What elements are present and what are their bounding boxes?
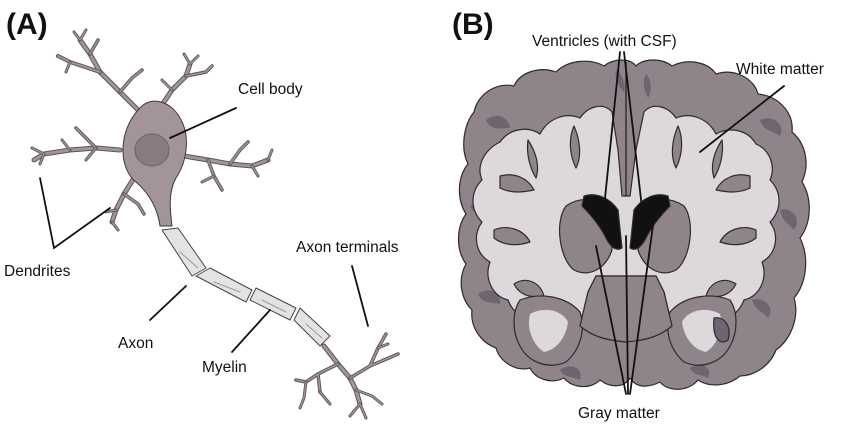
axon-leader (150, 286, 186, 320)
brain-section-illustration (459, 60, 810, 389)
axon-label: Axon (118, 335, 153, 352)
panel-b: (B) (452, 8, 824, 422)
axon-terminals-leader (352, 266, 368, 326)
panel-a: (A) (4, 8, 399, 418)
axon-terminals-drawing (296, 334, 398, 418)
gray-matter-label: Gray matter (578, 405, 660, 422)
dendrites-leader (40, 178, 110, 248)
panel-a-label: (A) (6, 8, 48, 41)
cell-body-label: Cell body (238, 81, 303, 98)
white-matter-label: White matter (736, 61, 824, 78)
panel-b-label: (B) (452, 8, 494, 41)
ventricles-label: Ventricles (with CSF) (532, 33, 677, 50)
axon-terminals-label: Axon terminals (296, 239, 399, 256)
myelin-label: Myelin (202, 359, 247, 376)
dendrites-label: Dendrites (4, 263, 71, 280)
myelin-leader (232, 310, 270, 352)
nucleus-shape (135, 134, 169, 166)
